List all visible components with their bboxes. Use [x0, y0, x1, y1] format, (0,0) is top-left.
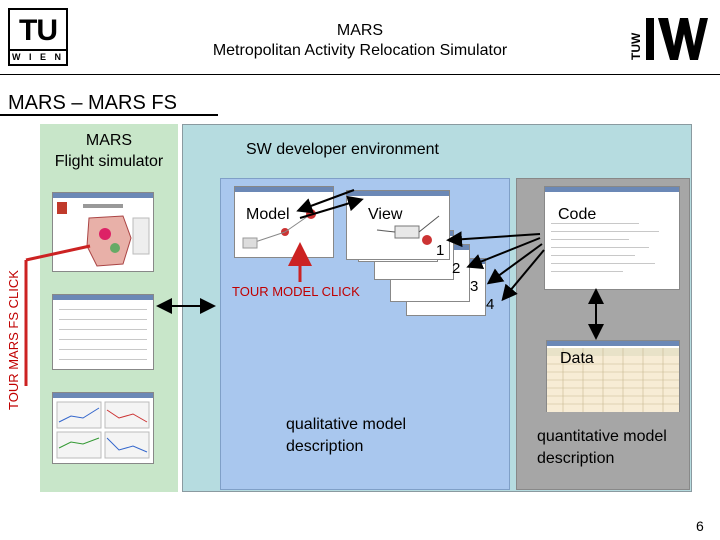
qualitative-line2: description: [286, 438, 364, 455]
header-divider: [0, 74, 720, 75]
form-row: [59, 319, 147, 320]
flight-simulator-title: MARS Flight simulator: [40, 130, 178, 172]
form-row: [59, 349, 147, 350]
form-row: [59, 359, 147, 360]
window-titlebar: [347, 191, 449, 196]
tour-model-link[interactable]: TOUR MODEL CLICK: [232, 284, 360, 299]
code-line: [551, 255, 635, 256]
tu-wien-logo: TU W I E N: [8, 8, 68, 66]
code-line: [551, 239, 629, 240]
page-title: MARS: [336, 22, 384, 39]
page-number: 6: [696, 518, 704, 534]
window-number-3: 3: [470, 278, 479, 295]
model-label: Model: [246, 206, 290, 223]
code-line: [551, 223, 639, 224]
model-screenshot: [234, 186, 334, 258]
view-label: View: [368, 206, 403, 223]
window-titlebar: [53, 295, 153, 300]
code-label: Code: [558, 206, 597, 223]
form-row: [59, 309, 147, 310]
window-titlebar: [53, 393, 153, 398]
window-titlebar: [547, 341, 679, 346]
window-titlebar: [53, 193, 153, 198]
svg-text:TUW: TUW: [629, 32, 643, 60]
code-line: [551, 247, 649, 248]
code-line: [551, 271, 623, 272]
fs-map-screenshot: [52, 192, 154, 272]
view-diagram-icon: [376, 215, 440, 245]
quantitative-line2: description: [537, 450, 615, 467]
developer-environment-title: SW developer environment: [246, 141, 439, 158]
code-line: [551, 263, 655, 264]
qualitative-description: qualitative model description: [286, 414, 406, 458]
spreadsheet-grid-icon: [547, 348, 679, 412]
section-underline: [0, 114, 218, 116]
tour-arrow-icon: [24, 244, 91, 386]
section-title: MARS – MARS FS: [8, 92, 177, 114]
fs-charts-screenshot: [52, 392, 154, 464]
code-screenshot: [544, 186, 680, 290]
form-row: [59, 329, 147, 330]
data-spreadsheet-screenshot: [546, 340, 680, 412]
tuw-logo-icon: TUW: [629, 18, 708, 60]
map-thumbnail-icon: [57, 202, 150, 267]
data-label: Data: [560, 350, 594, 367]
fs-form-screenshot: [52, 294, 154, 370]
page-subtitle: Metropolitan Activity Relocation Simulat…: [212, 42, 508, 59]
window-titlebar: [235, 187, 333, 192]
tu-logo-text: TU: [19, 14, 58, 47]
flight-simulator-title-line1: MARS: [85, 132, 133, 149]
line-charts-thumbnail-icon: [56, 401, 150, 459]
window-number-1: 1: [436, 242, 445, 259]
window-number-4: 4: [486, 296, 495, 313]
flight-simulator-title-line2: Flight simulator: [54, 153, 164, 170]
window-titlebar: [545, 187, 679, 192]
qualitative-line1: qualitative model: [286, 416, 407, 433]
quantitative-description: quantitative model description: [537, 426, 667, 470]
quantitative-line1: quantitative model: [537, 428, 667, 445]
form-row: [59, 339, 147, 340]
code-line: [551, 231, 659, 232]
tu-logo-subtext: W I E N: [10, 49, 66, 62]
window-number-2: 2: [452, 260, 461, 277]
